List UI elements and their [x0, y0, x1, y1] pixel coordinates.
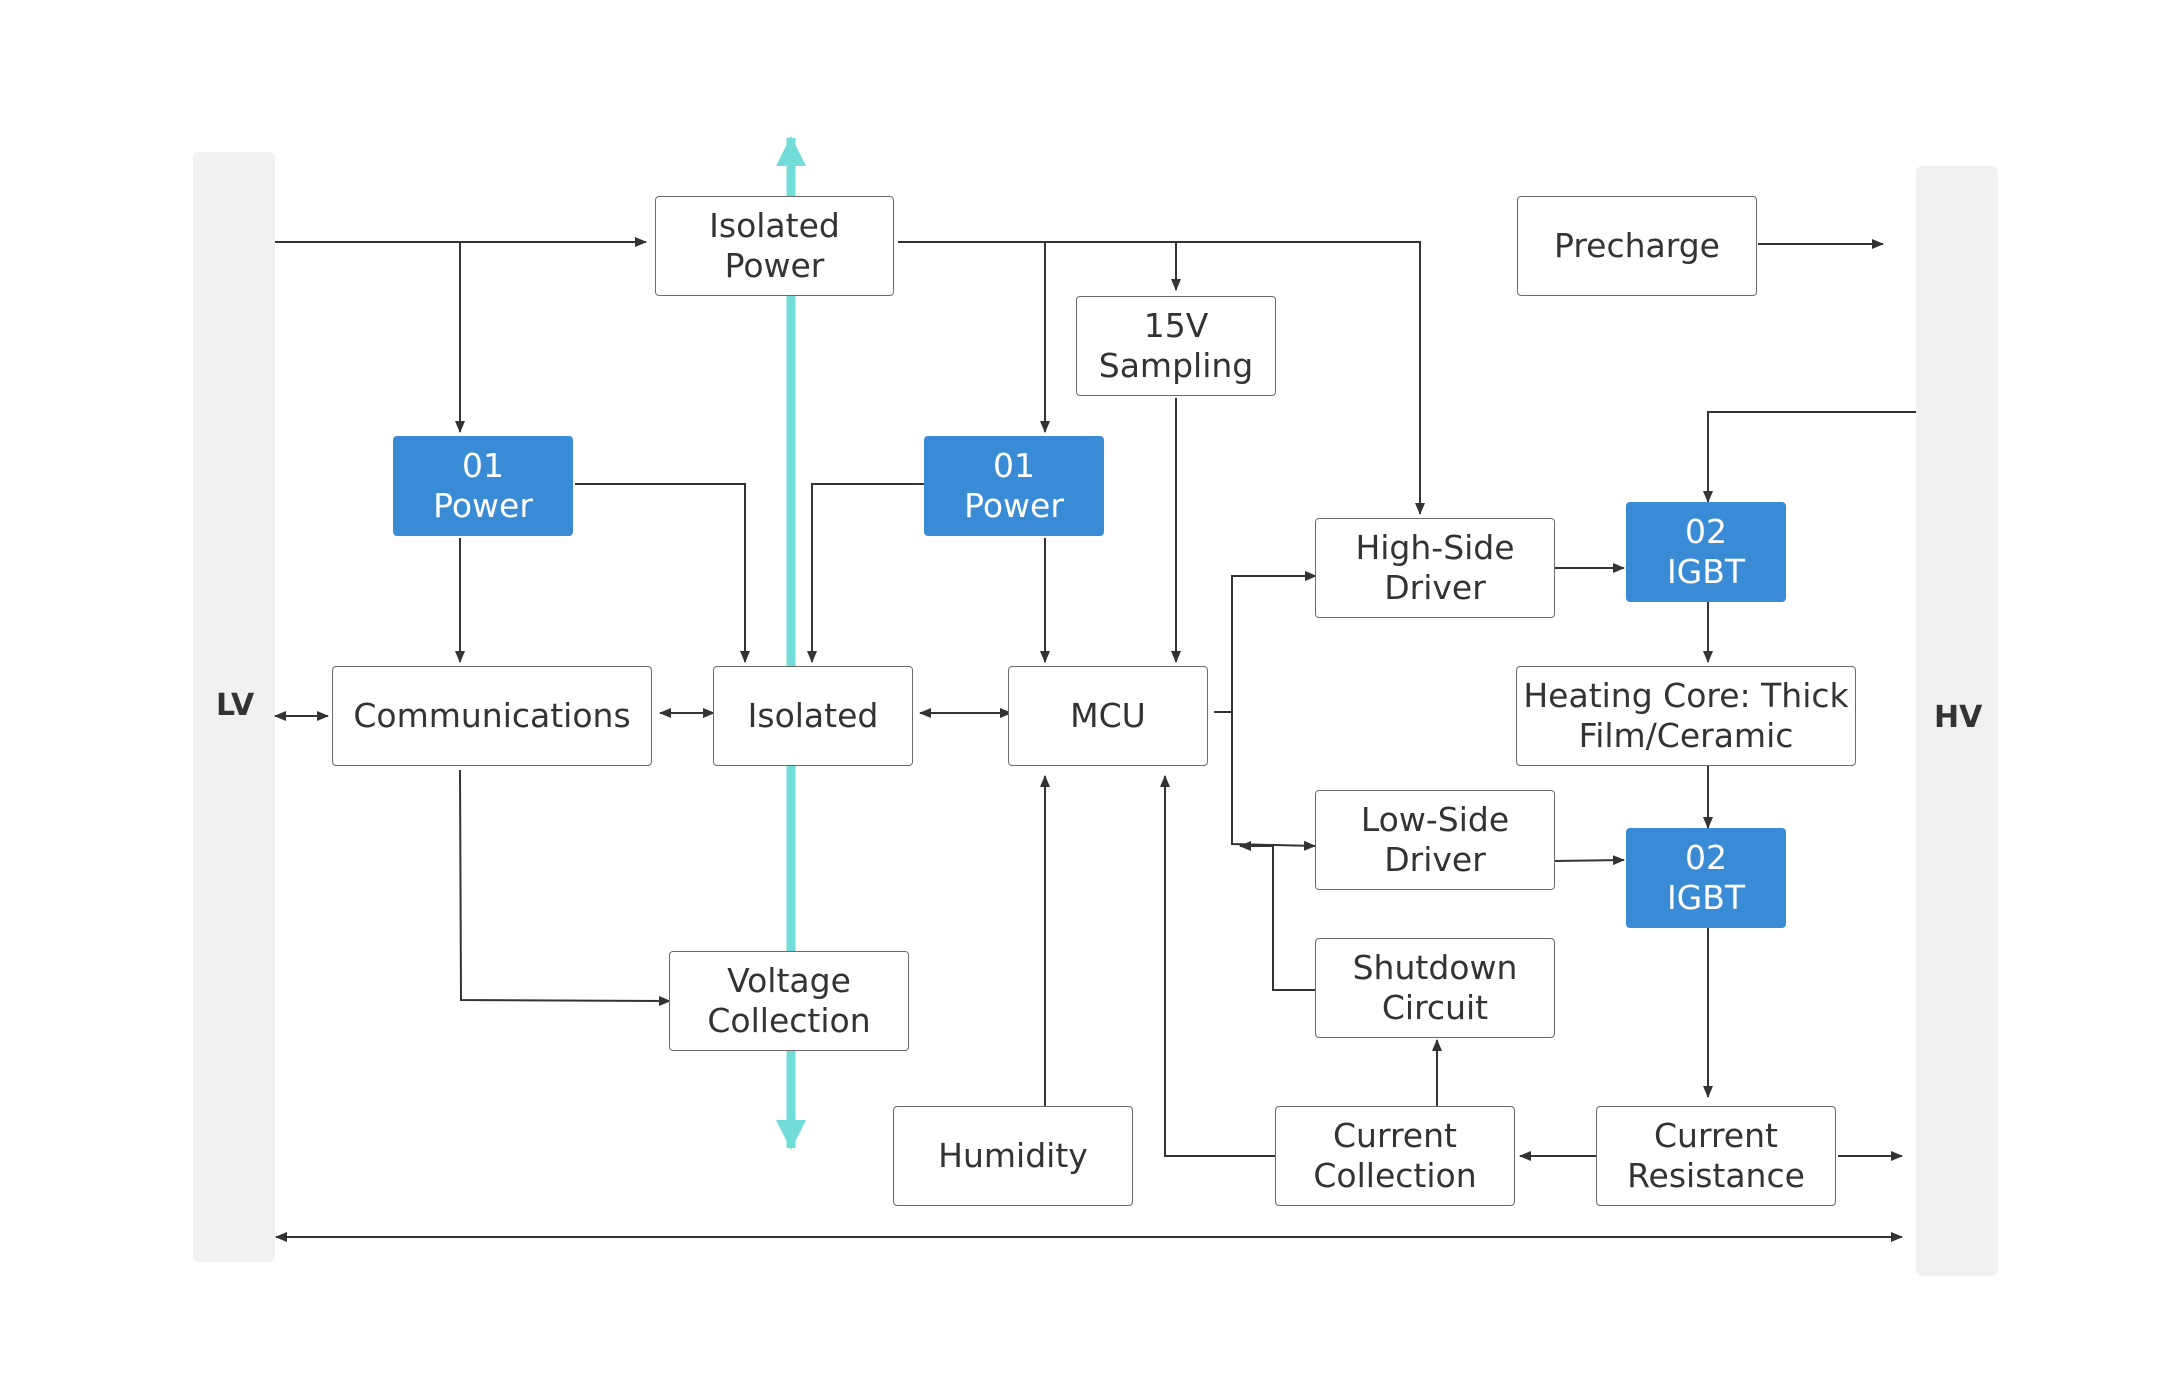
humidity-label: Humidity [938, 1136, 1088, 1175]
current-resistance-block: Current Resistance [1596, 1106, 1836, 1206]
lv-rail [193, 152, 275, 1262]
shutdown-circuit-block: Shutdown Circuit [1315, 938, 1555, 1038]
power-right-line-1: 01 [993, 446, 1035, 485]
heating-core-block: Heating Core: Thick Film/Ceramic [1516, 666, 1856, 766]
isolated-power-block: Isolated Power [655, 196, 894, 296]
isolated-label: Isolated [747, 696, 879, 735]
power-block-left: 01 Power [393, 436, 573, 536]
sampling-15v-block: 15V Sampling [1076, 296, 1276, 396]
low-side-driver-block: Low-Side Driver [1315, 790, 1555, 890]
precharge-block: Precharge [1517, 196, 1757, 296]
hv-rail [1916, 166, 1998, 1276]
communications-block: Communications [332, 666, 652, 766]
voltage-collection-line-1: Voltage [727, 961, 851, 1000]
igbt-block-top: 02 IGBT [1626, 502, 1786, 602]
precharge-label: Precharge [1554, 226, 1720, 265]
isolated-power-line-2: Power [724, 246, 825, 285]
igbt-top-line-2: IGBT [1666, 552, 1746, 591]
igbt-bottom-line-2: IGBT [1666, 878, 1746, 917]
sampling-15v-line-2: Sampling [1098, 346, 1254, 385]
sampling-15v-line-1: 15V [1143, 306, 1209, 345]
heating-core-line-1: Heating Core: Thick [1523, 676, 1849, 715]
shutdown-circuit-line-1: Shutdown [1352, 948, 1518, 987]
hv-label: HV [1934, 700, 1983, 735]
power-block-right: 01 Power [924, 436, 1104, 536]
high-side-driver-block: High-Side Driver [1315, 518, 1555, 618]
power-right-line-2: Power [964, 486, 1064, 525]
voltage-collection-block: Voltage Collection [669, 951, 909, 1051]
heating-core-line-2: Film/Ceramic [1578, 716, 1794, 755]
communications-label: Communications [353, 696, 631, 735]
voltage-collection-line-2: Collection [707, 1001, 871, 1040]
low-side-driver-line-1: Low-Side [1360, 800, 1510, 839]
shutdown-circuit-line-2: Circuit [1381, 988, 1489, 1027]
isolated-power-line-1: Isolated [709, 206, 840, 245]
isolated-block: Isolated [713, 666, 913, 766]
high-side-driver-line-2: Driver [1384, 568, 1486, 607]
current-collection-line-2: Collection [1313, 1156, 1477, 1195]
high-side-driver-line-1: High-Side [1355, 528, 1515, 567]
current-collection-block: Current Collection [1275, 1106, 1515, 1206]
igbt-top-line-1: 02 [1684, 512, 1727, 551]
humidity-block: Humidity [893, 1106, 1133, 1206]
low-side-driver-line-2: Driver [1384, 840, 1486, 879]
current-resistance-line-2: Resistance [1627, 1156, 1805, 1195]
power-left-line-2: Power [433, 486, 533, 525]
current-collection-line-1: Current [1333, 1116, 1457, 1155]
power-left-line-1: 01 [462, 446, 504, 485]
igbt-bottom-line-1: 02 [1684, 838, 1727, 877]
lv-label: LV [216, 688, 255, 723]
igbt-block-bottom: 02 IGBT [1626, 828, 1786, 928]
current-resistance-line-1: Current [1654, 1116, 1778, 1155]
mcu-label: MCU [1070, 696, 1146, 735]
mcu-block: MCU [1008, 666, 1208, 766]
